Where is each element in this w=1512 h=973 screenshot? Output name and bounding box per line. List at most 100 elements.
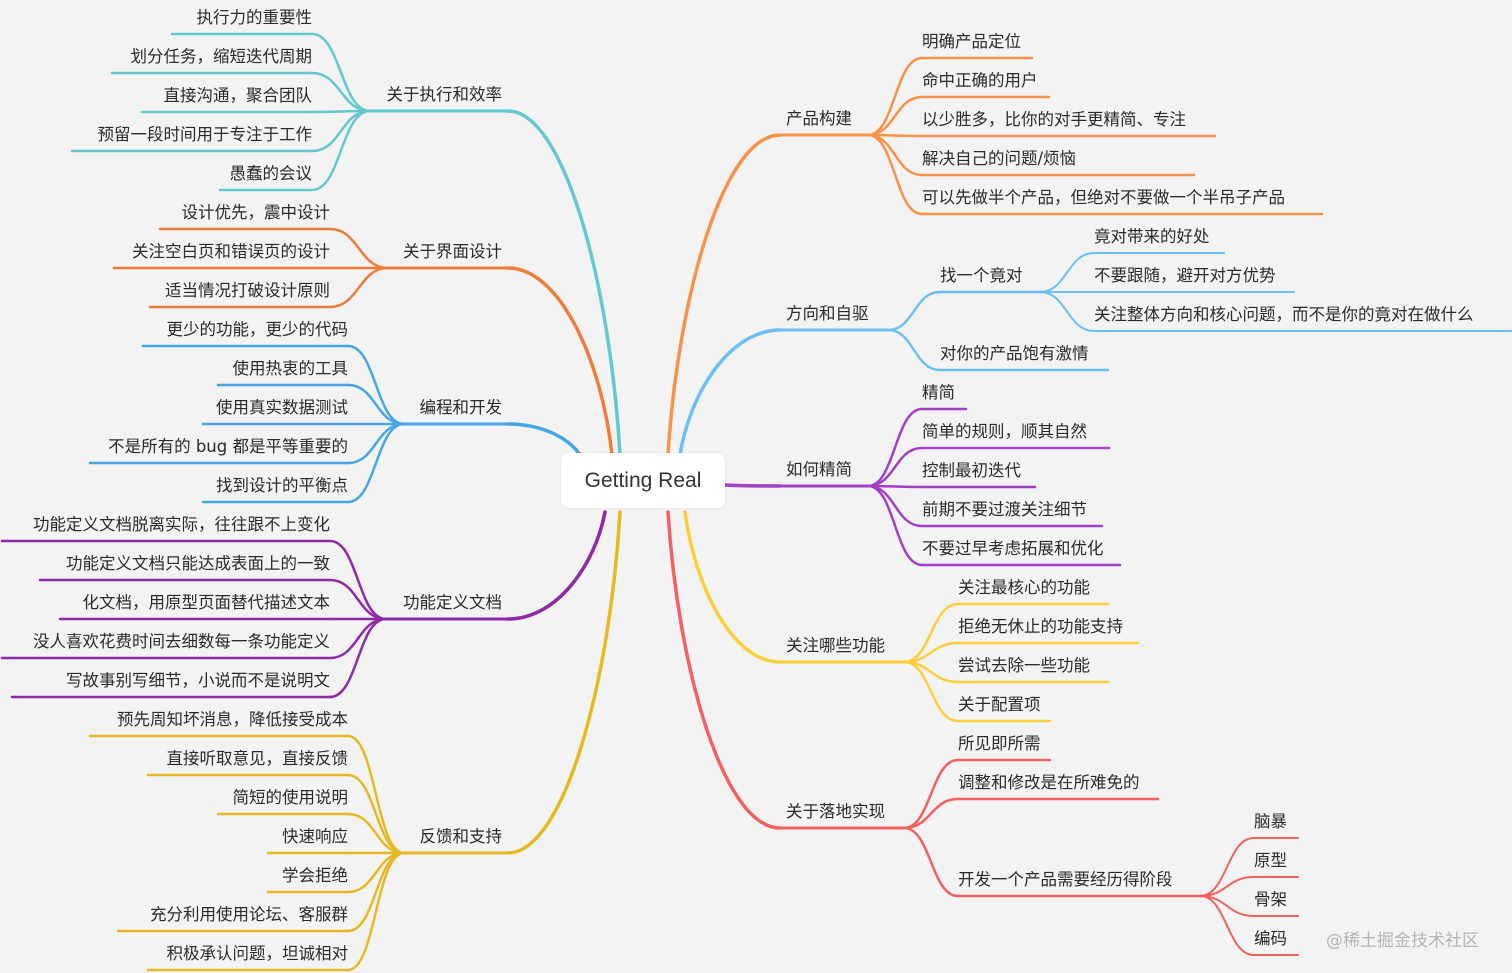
branch-connector: [723, 483, 782, 488]
leaf-topic[interactable]: 竟对带来的好处: [1094, 227, 1210, 246]
child-connector: [902, 602, 960, 664]
subtopic[interactable]: 写故事别写细节，小说而不是说明文: [66, 671, 330, 690]
child-connector: [328, 617, 388, 699]
child-connector: [346, 383, 406, 426]
subtopic[interactable]: 尝试去除一些功能: [958, 656, 1090, 675]
subtopic[interactable]: 开发一个产品需要经历得阶段: [958, 870, 1173, 889]
subtopic[interactable]: 不要过早考虑拓展和优化: [922, 539, 1104, 558]
subtopic[interactable]: 没人喜欢花费时间去细数每一条功能定义: [33, 632, 330, 651]
subtopic[interactable]: 使用真实数据测试: [216, 398, 348, 417]
child-connector: [866, 446, 924, 488]
subtopic[interactable]: 直接听取意见，直接反馈: [166, 749, 349, 768]
branch-connector: [666, 510, 782, 830]
subtopic[interactable]: 充分利用使用论坛、客服群: [150, 905, 348, 924]
leaf-topic[interactable]: 原型: [1254, 851, 1287, 870]
child-connector: [866, 407, 924, 488]
branch-topic[interactable]: 关注哪些功能: [786, 636, 885, 655]
child-connector: [310, 109, 372, 192]
subtopic[interactable]: 预先周知坏消息，降低接受成本: [117, 710, 348, 729]
subtopic[interactable]: 找一个竟对: [940, 266, 1023, 285]
branch-connector: [506, 510, 607, 621]
branch-topic[interactable]: 关于执行和效率: [386, 85, 503, 104]
leaf-topic[interactable]: 关注整体方向和核心问题，而不是你的竟对在做什么: [1094, 305, 1474, 324]
branch-topic[interactable]: 如何精简: [786, 460, 852, 479]
subtopic[interactable]: 快速响应: [282, 827, 348, 846]
child-connector: [866, 133, 924, 177]
subtopic[interactable]: 控制最初迭代: [922, 461, 1021, 480]
leaf-topic[interactable]: 骨架: [1254, 890, 1287, 909]
branch-connector: [678, 328, 782, 457]
subtopic[interactable]: 以少胜多，比你的对手更精简、专注: [922, 110, 1186, 129]
subtopic[interactable]: 直接沟通，聚合团队: [163, 86, 313, 105]
subtopic[interactable]: 命中正确的用户: [922, 71, 1038, 90]
branch-connector: [683, 510, 782, 664]
child-connector: [328, 539, 388, 621]
child-connector: [346, 344, 406, 426]
subtopic[interactable]: 更少的功能，更少的代码: [166, 320, 349, 339]
subtopic[interactable]: 调整和修改是在所难免的: [958, 773, 1140, 792]
subtopic[interactable]: 功能定义文档脱离实际，往往跟不上变化: [33, 515, 330, 534]
subtopic[interactable]: 不是所有的 bug 都是平等重要的: [108, 437, 348, 456]
child-connector: [866, 484, 924, 528]
subtopic[interactable]: 所见即所需: [958, 734, 1041, 753]
subtopic[interactable]: 功能定义文档只能达成表面上的一致: [66, 554, 330, 573]
branch-topic[interactable]: 关于界面设计: [403, 242, 502, 261]
child-connector: [346, 422, 406, 504]
child-connector: [902, 758, 960, 830]
branch-topic[interactable]: 编程和开发: [419, 398, 503, 417]
subtopic[interactable]: 前期不要过渡关注细节: [922, 500, 1087, 519]
subtopic[interactable]: 找到设计的平衡点: [216, 476, 348, 495]
branch-topic[interactable]: 关于落地实现: [786, 802, 885, 821]
child-connector: [866, 95, 924, 137]
subtopic[interactable]: 化文档，用原型页面替代描述文本: [82, 593, 331, 612]
subtopic[interactable]: 执行力的重要性: [196, 8, 313, 27]
branch-topic[interactable]: 方向和自驱: [786, 304, 869, 323]
subtopic[interactable]: 设计优先，震中设计: [181, 203, 331, 222]
child-connector: [866, 133, 924, 216]
branch-topic[interactable]: 反馈和支持: [419, 827, 503, 846]
root-topic[interactable]: Getting Real: [561, 453, 725, 508]
branch-connector: [506, 422, 582, 457]
leaf-topic[interactable]: 编码: [1254, 929, 1287, 948]
subtopic[interactable]: 明确产品定位: [922, 32, 1021, 51]
subtopic[interactable]: 适当情况打破设计原则: [165, 281, 330, 300]
leaf-topic[interactable]: 不要跟随，避开对方优势: [1094, 266, 1276, 285]
child-connector: [866, 484, 924, 567]
child-connector: [886, 290, 942, 332]
leaf-topic[interactable]: 脑暴: [1254, 812, 1287, 831]
subtopic[interactable]: 解决自己的问题/烦恼: [922, 149, 1077, 168]
child-connector: [310, 109, 372, 153]
subtopic[interactable]: 愚蠢的会议: [229, 164, 313, 183]
leaf-connector: [1199, 876, 1255, 897]
child-connector: [346, 773, 406, 855]
subtopic[interactable]: 精简: [922, 383, 955, 402]
branch-connector: [506, 510, 622, 855]
child-connector: [328, 227, 390, 270]
subtopic[interactable]: 关注空白页和错误页的设计: [132, 242, 330, 261]
child-connector: [346, 734, 406, 855]
branch-topic[interactable]: 功能定义文档: [403, 593, 502, 612]
child-connector: [902, 826, 960, 898]
child-connector: [328, 266, 390, 309]
child-connector: [346, 851, 406, 933]
subtopic[interactable]: 积极承认问题，坦诚相对: [166, 944, 349, 963]
subtopic[interactable]: 拒绝无休止的功能支持: [958, 617, 1123, 636]
subtopic[interactable]: 简短的使用说明: [232, 788, 349, 807]
child-connector: [902, 797, 960, 830]
subtopic[interactable]: 关注最核心的功能: [958, 578, 1090, 597]
child-connector: [328, 617, 388, 660]
subtopic[interactable]: 简单的规则，顺其自然: [922, 422, 1087, 441]
subtopic[interactable]: 学会拒绝: [282, 866, 348, 885]
subtopic[interactable]: 使用热衷的工具: [232, 359, 349, 378]
subtopic[interactable]: 可以先做半个产品，但绝对不要做一个半吊子产品: [922, 188, 1285, 207]
leaf-connector: [1039, 252, 1095, 293]
subtopic[interactable]: 对你的产品饱有激情: [940, 344, 1089, 363]
branch-topic[interactable]: 产品构建: [786, 109, 852, 128]
subtopic[interactable]: 关于配置项: [958, 695, 1041, 714]
subtopic[interactable]: 划分任务，缩短迭代周期: [130, 47, 313, 66]
child-connector: [310, 32, 372, 113]
child-connector: [346, 851, 406, 972]
subtopic[interactable]: 预留一段时间用于专注于工作: [97, 125, 313, 144]
leaf-connector: [1199, 895, 1255, 956]
